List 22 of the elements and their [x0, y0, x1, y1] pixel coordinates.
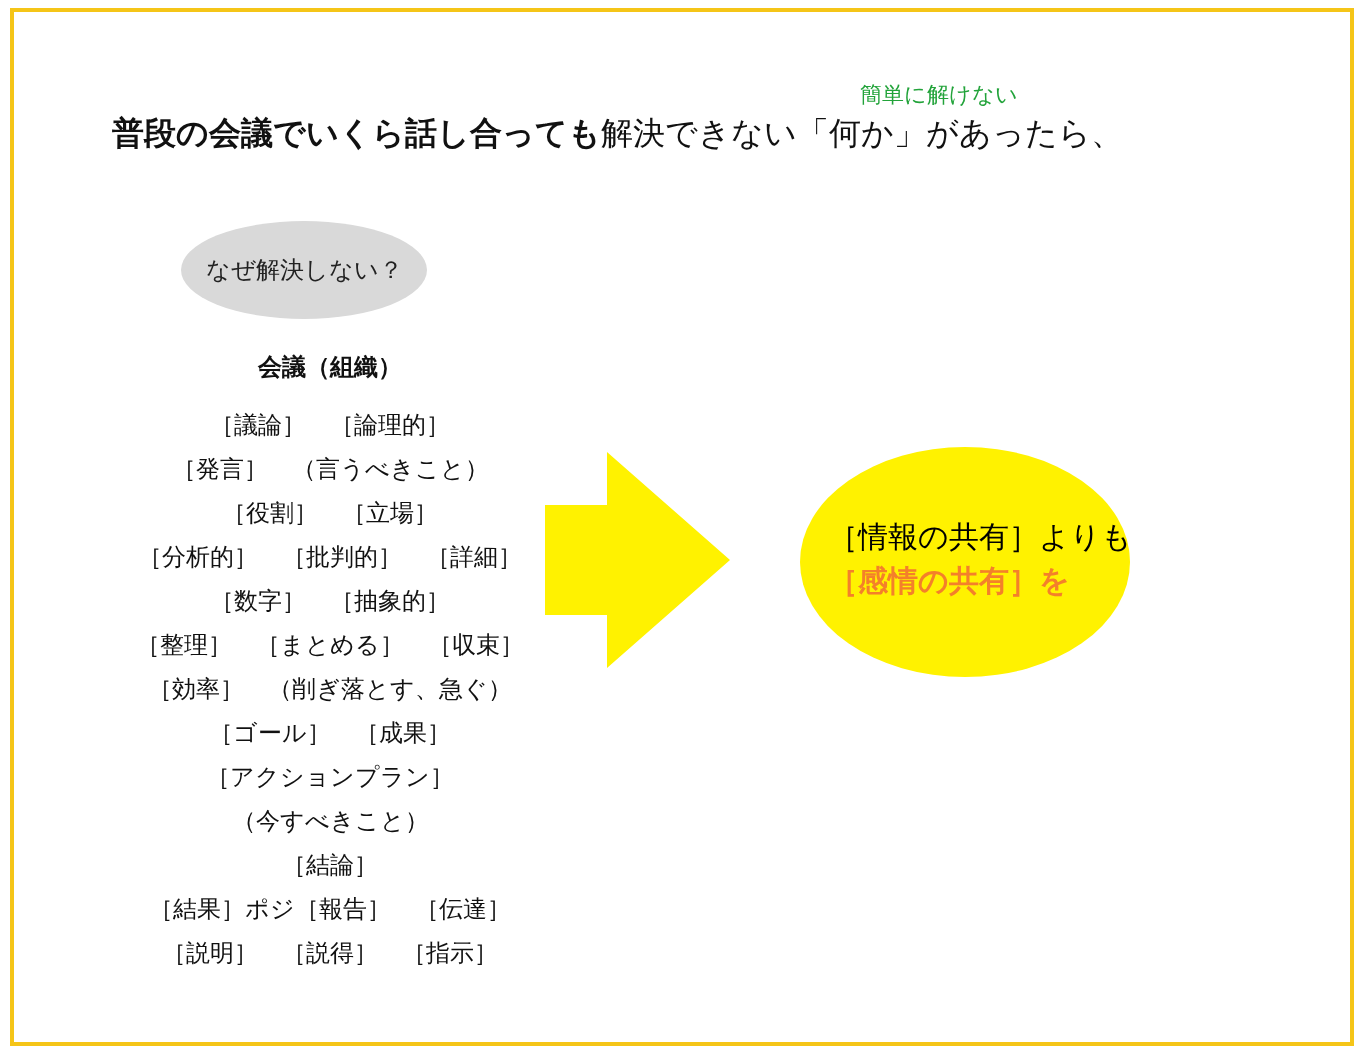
- conclusion-text: ［情報の共有］よりも: [828, 518, 1132, 556]
- keyword-line: ［発言］ （言うべきこと）: [171, 454, 489, 485]
- keyword-line: ［分析的］ ［批判的］ ［詳細］: [138, 542, 522, 573]
- question-ellipse: [181, 221, 427, 319]
- keyword-line: （今すべきこと）: [231, 806, 429, 837]
- keyword-line: ［説明］ ［説得］ ［指示］: [162, 938, 498, 969]
- list-heading: 会議（組織）: [258, 352, 402, 383]
- keyword-line: ［結論］: [282, 850, 378, 881]
- title: 普段の会議でいくら話し合っても解決できない「何か」があったら、: [112, 113, 1123, 154]
- keyword-line: ［結果］ポジ［報告］ ［伝達］: [149, 894, 511, 925]
- conclusion-ellipse: [800, 447, 1130, 677]
- keyword-line: ［数字］ ［抽象的］: [210, 586, 450, 617]
- keyword-line: ［整理］ ［まとめる］ ［収束］: [136, 630, 524, 661]
- keyword-line: ［役割］ ［立場］: [222, 498, 438, 529]
- keyword-line: ［アクションプラン］: [206, 762, 454, 793]
- question-text: なぜ解決しない？: [205, 255, 403, 286]
- keyword-line: ［ゴール］ ［成果］: [209, 718, 451, 749]
- conclusion-text: ［感情の共有］を: [828, 562, 1071, 600]
- keyword-line: ［効率］ （削ぎ落とす、急ぐ）: [148, 674, 512, 705]
- keyword-line: ［議論］ ［論理的］: [210, 410, 450, 441]
- block-arrow: [545, 452, 730, 668]
- annotation: 簡単に解けない: [860, 81, 1018, 109]
